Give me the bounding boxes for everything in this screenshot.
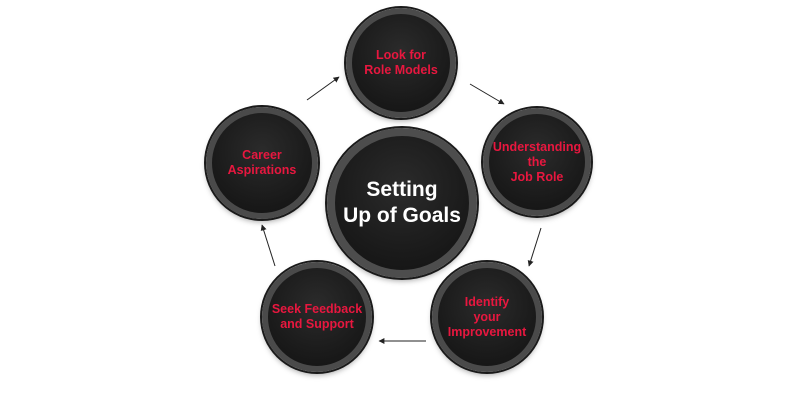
step-label: Understanding the Job Role (492, 139, 582, 184)
step-label: Identify your Improvement (447, 294, 527, 339)
arrow-job-to-improvement (527, 227, 542, 267)
step-label: Career Aspirations (227, 148, 297, 177)
step-understanding-job-role: Understanding the Job Role (483, 108, 591, 216)
center-goal-circle: Setting Up of Goals (327, 128, 477, 278)
arrow-seek-to-career (260, 224, 276, 267)
arrow-role-to-job (469, 83, 505, 105)
arrow-career-to-role (306, 76, 340, 101)
step-look-for-role-models: Look for Role Models (346, 8, 456, 118)
center-title: Setting Up of Goals (343, 178, 461, 227)
step-seek-feedback: Seek Feedback and Support (262, 262, 372, 372)
step-career-aspirations: Career Aspirations (206, 107, 318, 219)
step-identify-improvement: Identify your Improvement (432, 262, 542, 372)
step-label: Seek Feedback and Support (271, 302, 363, 331)
step-label: Look for Role Models (364, 48, 438, 77)
